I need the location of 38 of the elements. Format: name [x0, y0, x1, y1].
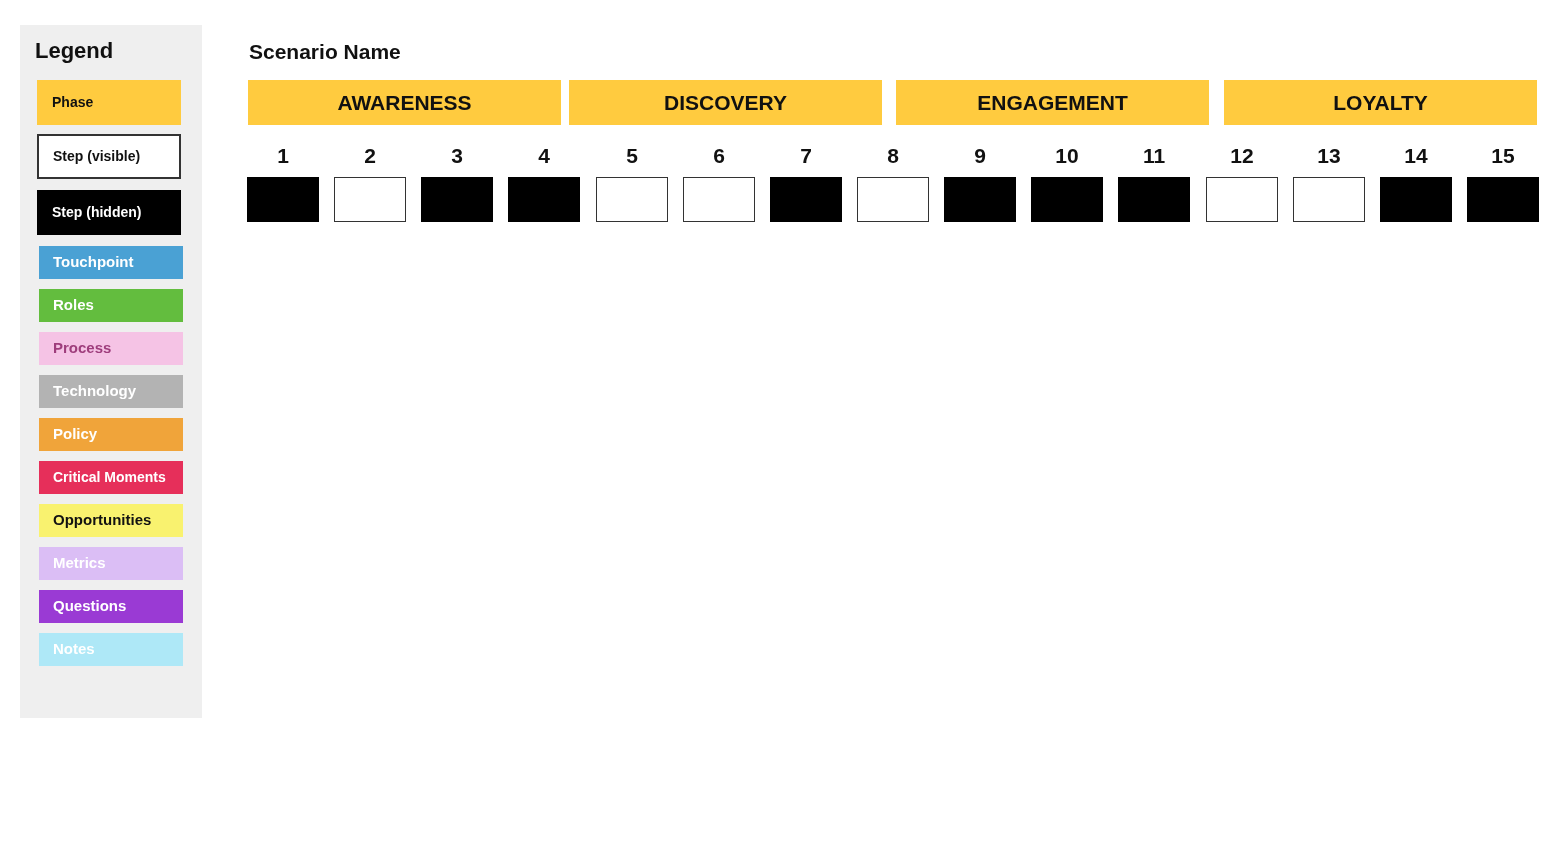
step-number: 5 [625, 144, 639, 168]
step-number: 2 [363, 144, 377, 168]
step-number: 11 [1141, 144, 1167, 168]
step-number: 12 [1229, 144, 1255, 168]
step-number: 4 [537, 144, 551, 168]
legend-label: Metrics [53, 555, 106, 572]
phase-band [569, 80, 882, 125]
legend-label: Notes [53, 641, 95, 658]
step-number: 13 [1316, 144, 1342, 168]
legend-label: Step (visible) [53, 148, 141, 165]
legend-label: Policy [53, 426, 98, 443]
step-number: 10 [1054, 144, 1080, 168]
legend-label: Opportunities [53, 512, 152, 529]
legend-label: Process [53, 340, 112, 357]
legend-label: Critical Moments [53, 469, 166, 486]
phase-label: ENGAGEMENT [977, 90, 1128, 115]
phase-band [896, 80, 1209, 125]
step-number: 14 [1403, 144, 1429, 168]
step-number: 6 [712, 144, 726, 168]
legend-heading: Legend [35, 40, 114, 62]
phase-band [248, 80, 561, 125]
scenario-title: Scenario Name [249, 41, 401, 62]
phase-label: AWARENESS [337, 90, 472, 115]
legend-label: Questions [53, 598, 127, 615]
phase-label: DISCOVERY [664, 90, 787, 115]
legend-label: Step (hidden) [52, 204, 142, 221]
step-number: 9 [973, 144, 987, 168]
legend-label: Roles [53, 297, 94, 314]
legend-label: Phase [52, 94, 94, 111]
step-number: 15 [1490, 144, 1516, 168]
phase-label: LOYALTY [1333, 90, 1428, 115]
step-number: 7 [799, 144, 813, 168]
step-number: 8 [886, 144, 900, 168]
legend-label: Technology [53, 383, 137, 400]
step-number: 3 [450, 144, 464, 168]
phase-band [1224, 80, 1537, 125]
legend-label: Touchpoint [53, 254, 134, 271]
step-number: 1 [276, 144, 290, 168]
